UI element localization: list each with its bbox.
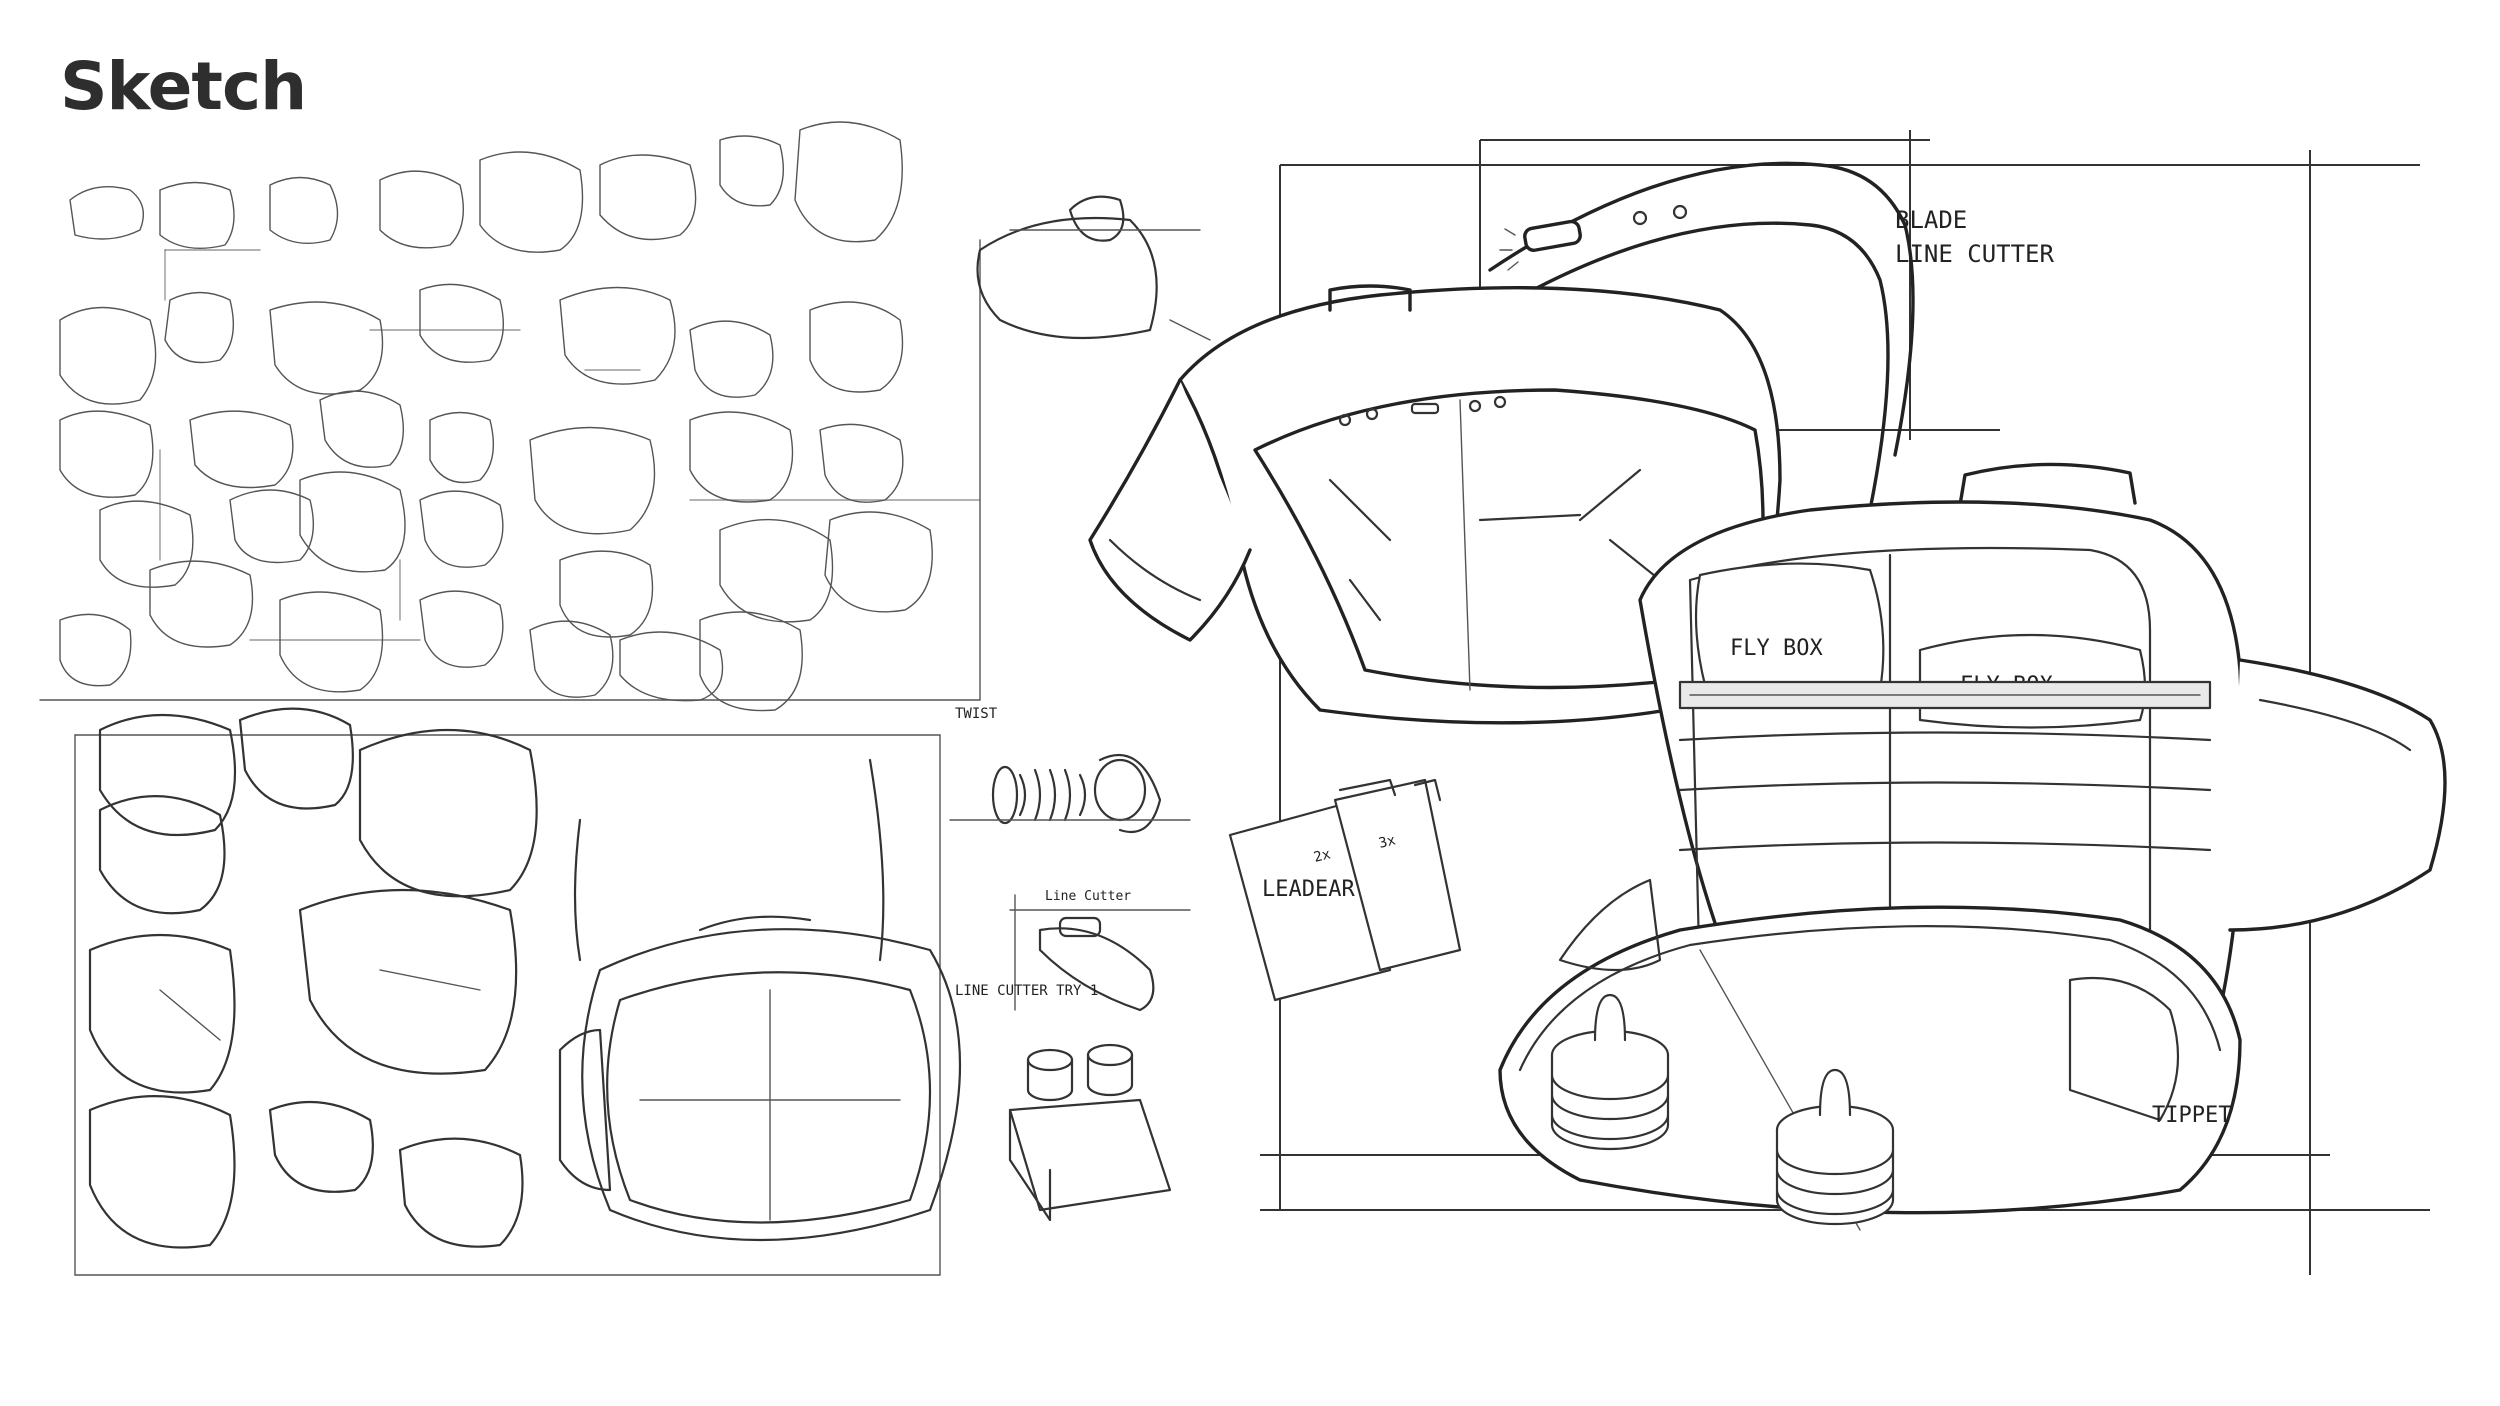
hip-pack-closed <box>1088 150 2430 1275</box>
line-cutter-small-label: Line Cutter <box>1045 889 1131 904</box>
leader-label: LEADEAR <box>1262 877 1355 902</box>
page-title: Sketch <box>60 48 307 125</box>
leader-packets: 2x 3x LEADEAR <box>1228 778 1462 1002</box>
hip-pack-open: FLY BOX FLY BOX TIPPET <box>1498 462 2447 1231</box>
ideation-sheet-top <box>39 121 981 712</box>
fly-box-label-1: FLY BOX <box>1730 636 1823 661</box>
leader-3x: 3x <box>1377 832 1397 852</box>
ideation-sheet-bottom <box>74 707 961 1276</box>
blade-label: BLADE <box>1895 206 1967 234</box>
leader-2x: 2x <box>1312 846 1332 866</box>
line-cutter-label: LINE CUTTER <box>1895 240 2054 268</box>
tippet-label: TIPPET <box>2152 1103 2231 1128</box>
strap-blade-detail: BLADE LINE CUTTER <box>1280 130 2420 512</box>
detail-sketches: TWIST Line Cutter LINE CUTTER TRY 1 <box>949 195 1211 1222</box>
twist-label: TWIST <box>955 706 998 722</box>
line-cutter-try-label: LINE CUTTER TRY 1 <box>955 983 1098 999</box>
